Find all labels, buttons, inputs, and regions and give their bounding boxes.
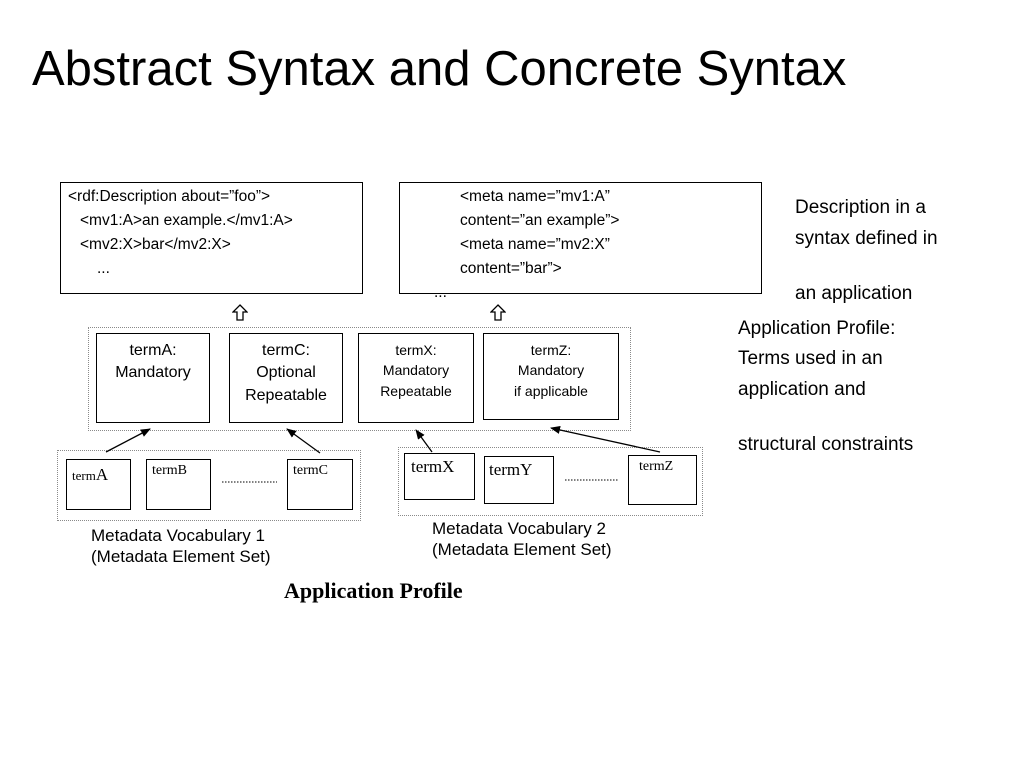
vocab2-term-y-suffix: Y (520, 460, 533, 479)
profile-term-z-constraint-1: Mandatory (517, 362, 585, 379)
profile-term-a-name: termA: (129, 342, 177, 359)
profile-term-x-constraint-1: Mandatory (382, 362, 450, 379)
vocabulary-1-caption: Metadata Vocabulary 1 (Metadata Element … (91, 525, 271, 568)
vocabulary-2-caption-line-1: Metadata Vocabulary 2 (432, 519, 606, 538)
application-profile-label: Application Profile (284, 578, 463, 603)
meta-syntax-box: <meta name=”mv1:A” content=”an example”>… (399, 182, 762, 294)
vocab1-term-c-prefix: term (293, 463, 319, 478)
rdf-code-line-1: <rdf:Description about=”foo”> (68, 188, 271, 205)
vocab1-term-c-suffix: C (318, 463, 328, 478)
vocab2-term-z-prefix: term (639, 459, 665, 474)
vocabulary-2-caption-line-2: (Metadata Element Set) (432, 540, 612, 560)
profile-term-z-constraint-2: if applicable (514, 382, 588, 399)
arrow-terma-to-profile (105, 428, 151, 453)
profile-term-c: termC: Optional Repeatable (229, 333, 343, 423)
vocab1-term-a-suffix: A (95, 465, 109, 484)
vocabulary-1-caption-line-2: (Metadata Element Set) (91, 547, 271, 567)
profile-term-c-constraint-2: Repeatable (245, 386, 327, 404)
vocab1-term-a: termA (66, 459, 131, 510)
meta-code-line-5: ... (434, 284, 447, 301)
profile-term-z: termZ: Mandatory if applicable (483, 333, 619, 420)
application-profile-group (88, 327, 631, 431)
note-description-line-2: syntax defined in (795, 228, 938, 249)
up-arrow-icon (232, 304, 248, 321)
profile-term-a-constraint: Mandatory (115, 364, 191, 382)
vocabulary-2-caption: Metadata Vocabulary 2 (Metadata Element … (432, 518, 612, 561)
profile-term-c-name: termC: (262, 342, 310, 359)
vocab2-term-x: termX (404, 453, 475, 500)
meta-code-line-1: <meta name=”mv1:A” (460, 188, 610, 205)
vocab1-term-b: termB (146, 459, 211, 510)
note-description-line-3: an application (795, 283, 913, 304)
rdf-syntax-box: <rdf:Description about=”foo”> <mv1:A>an … (60, 182, 363, 294)
vocabulary-1-caption-line-1: Metadata Vocabulary 1 (91, 526, 265, 545)
note-profile-line-1: Application Profile: (738, 318, 896, 339)
vocab2-term-z-suffix: Z (664, 459, 674, 474)
vocabulary-2-group (398, 447, 703, 516)
note-profile-line-4: structural constraints (738, 434, 914, 455)
note-profile-line-3: application and (738, 379, 866, 400)
vocab2-term-y-prefix: term (489, 460, 521, 479)
vocab1-term-c: termC (287, 459, 353, 510)
vocab2-term-x-suffix: X (442, 457, 455, 476)
vocabulary-1-group (57, 450, 361, 521)
profile-term-x: termX: Mandatory Repeatable (358, 333, 474, 423)
up-arrow-icon (490, 304, 506, 321)
profile-term-x-name: termX: (395, 342, 437, 358)
rdf-code-line-2: <mv1:A>an example.</mv1:A> (80, 212, 293, 229)
slide-title: Abstract Syntax and Concrete Syntax (32, 42, 847, 96)
profile-term-c-constraint-1: Optional (256, 364, 316, 382)
rdf-code-line-4: ... (97, 260, 110, 277)
note-profile-line-2: Terms used in an (738, 348, 883, 369)
meta-code-line-2: content=”an example”> (460, 212, 620, 229)
vocab2-term-y: termY (484, 456, 554, 504)
vocab1-term-a-prefix: term (72, 468, 96, 483)
note-description-line-1: Description in a (795, 197, 926, 218)
profile-term-x-constraint-2: Repeatable (380, 382, 452, 399)
profile-term-a: termA: Mandatory (96, 333, 210, 423)
vocab1-term-b-suffix: B (177, 463, 187, 478)
profile-term-z-name: termZ: (530, 342, 572, 358)
vocab1-term-b-prefix: term (152, 463, 178, 478)
meta-code-line-3: <meta name=”mv2:X” (460, 236, 610, 253)
meta-code-line-4: content=”bar”> (460, 260, 562, 277)
vocab2-term-z: termZ (628, 455, 697, 505)
vocab2-term-x-prefix: term (411, 457, 443, 476)
rdf-code-line-3: <mv2:X>bar</mv2:X> (80, 236, 231, 253)
